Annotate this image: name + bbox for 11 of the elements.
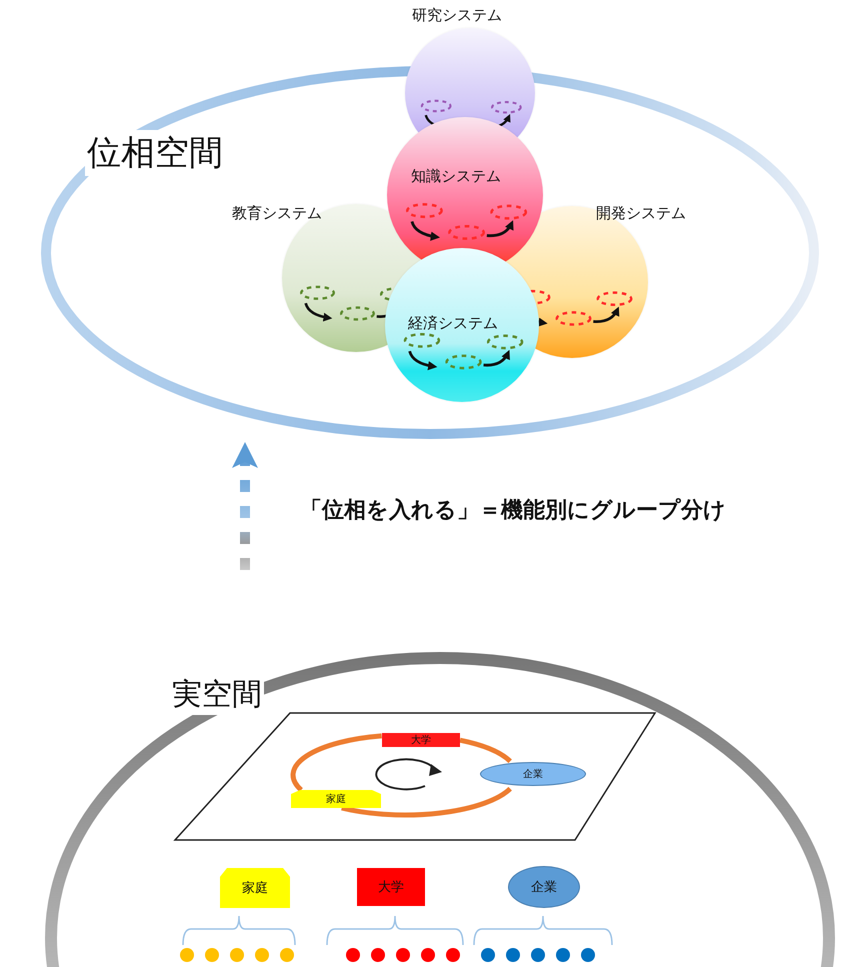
system-label: 開発システム <box>596 204 686 223</box>
loop-connector <box>459 738 512 764</box>
system-label: 経済システム <box>408 314 498 333</box>
ellipse-node: 企業 <box>508 866 580 908</box>
rectangle-node: 大学 <box>357 868 425 906</box>
loop-connector <box>341 786 512 818</box>
rectangle-node: 大学 <box>382 733 460 747</box>
system-label: 教育システム <box>232 204 322 223</box>
system-label: 知識システム <box>411 167 501 186</box>
loop-connector <box>290 733 382 792</box>
system-label: 研究システム <box>412 6 502 25</box>
